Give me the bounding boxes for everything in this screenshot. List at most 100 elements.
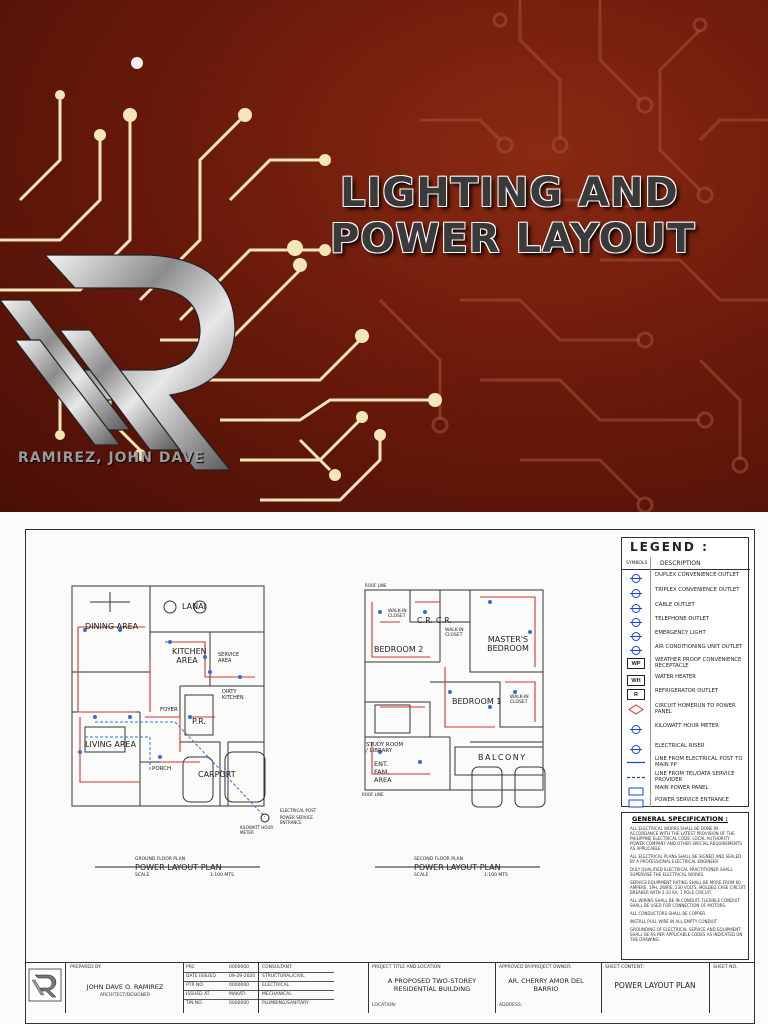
legend-item: POWER SERVICE ENTRANCE xyxy=(622,797,750,810)
legend-item: CABLE OUTLET xyxy=(622,602,750,615)
legend-description: TELEPHONE OUTLET xyxy=(655,616,710,622)
room-label: WALK-IN CLOSET xyxy=(388,609,407,619)
legend-description: ELECTRICAL RISER xyxy=(655,743,705,749)
spec-paragraph: ALL WIRING SHALL BE IN CONDUIT. FLEXIBLE… xyxy=(630,898,740,908)
legend-symbol-icon xyxy=(627,645,645,656)
room-label: KITCHEN AREA xyxy=(172,647,207,665)
second-caption-small: SECOND FLOOR PLAN xyxy=(414,857,463,862)
legend-symbol-icon xyxy=(627,573,645,584)
sheet-content-cell: SHEET CONTENT: POWER LAYOUT PLAN xyxy=(601,963,709,1013)
spec-paragraph: GROUNDING OF ELECTRICAL SERVICE AND EQUI… xyxy=(630,927,743,942)
ground-scale-label: SCALE xyxy=(135,873,150,878)
spec-paragraph: ALL CONDUCTORS SHALL BE COPPER. xyxy=(630,911,707,916)
room-label: DINING AREA xyxy=(85,622,139,631)
logo-r-small xyxy=(28,968,62,1002)
logo-r xyxy=(0,254,236,471)
tin-value: 0000000 xyxy=(229,1001,250,1006)
callout-label: KILOWATT HOUR METER xyxy=(240,825,274,835)
room-label: SERVICE AREA xyxy=(218,652,240,664)
consultant-line: MECHANICAL xyxy=(262,992,292,997)
callout-label: ELECTRICAL POST xyxy=(280,808,317,813)
date-value: 09-29-2020 xyxy=(229,974,256,979)
prc-label: PRC xyxy=(186,965,195,970)
legend-item: AIR CONDITIONING UNIT OUTLET xyxy=(622,644,750,657)
address-label: ADDRESS: xyxy=(499,1003,523,1008)
legend-symbol-icon xyxy=(627,617,645,628)
legend-description: WEATHER PROOF CONVENIENCE RECEPTACLE xyxy=(655,657,742,669)
title-logo-cell xyxy=(25,963,65,1013)
title-block: PREPARED BY: JOHN DAVE O. RAMIREZ ARCHIT… xyxy=(25,962,755,1013)
consultant-line: ELECTRICAL xyxy=(262,983,290,988)
legend-col-description: DESCRIPTION xyxy=(660,560,701,567)
issued-value: MAKATI xyxy=(229,992,246,997)
legend-symbol-icon xyxy=(627,724,645,735)
legend-symbol-icon xyxy=(627,603,645,614)
legend-description: TRIPLEX CONVENIENCE OUTLET xyxy=(655,587,740,593)
legend-symbol-icon xyxy=(627,704,645,715)
legend-item: DUPLEX CONVENIENCE OUTLET xyxy=(622,572,750,585)
project-cell: PROJECT TITLE AND LOCATION A PROPOSED TW… xyxy=(368,963,495,1013)
ground-caption-small: GROUND FLOOR PLAN xyxy=(135,857,186,862)
legend-symbol-icon xyxy=(627,772,645,783)
approved-label: APPROVED BY/PROJECT OWNER: xyxy=(499,965,572,970)
legend-symbol-icon xyxy=(627,744,645,755)
legend-symbol-icon: WH xyxy=(627,675,645,686)
ground-caption: POWER LAYOUT PLAN xyxy=(135,863,222,872)
room-label: DIRTY KITCHEN xyxy=(222,689,244,701)
legend-item: LINE FROM ELECTRICAL POST TO MAIN PP xyxy=(622,756,750,769)
date-label: DATE ISSUED xyxy=(186,974,216,979)
general-specification: GENERAL SPECIFICATION : ALL ELECTRICAL W… xyxy=(621,812,749,960)
sheet-no-label: SHEET NO. xyxy=(713,965,738,970)
second-caption: POWER LAYOUT PLAN xyxy=(414,863,501,872)
project-title: A PROPOSED TWO-STOREY RESIDENTIAL BUILDI… xyxy=(387,977,477,993)
tin-label: TIN NO. xyxy=(186,1001,204,1006)
room-label: BALCONY xyxy=(478,753,527,762)
second-scale-label: SCALE xyxy=(414,873,429,878)
room-label: PORCH xyxy=(152,766,172,772)
legend-symbol-icon xyxy=(627,588,645,599)
legend-item: KILOWATT HOUR METER xyxy=(622,723,750,736)
room-label: LIVING AREA xyxy=(85,740,136,749)
legend-description: MAIN POWER PANEL xyxy=(655,785,709,791)
legend-col-symbols: SYMBOLS xyxy=(626,561,648,566)
legend-description: EMERGENCY LIGHT xyxy=(655,630,706,636)
legend-description: LINE FROM ELECTRICAL POST TO MAIN PP xyxy=(655,756,743,768)
room-label: BEDROOM 2 xyxy=(374,645,424,654)
legend-item: MAIN POWER PANEL xyxy=(622,785,750,798)
spec-paragraph: ALL ELECTRICAL WORKS SHALL BE DONE IN AC… xyxy=(630,826,742,851)
consultant-line: STRUCTURAL/CIVIL xyxy=(262,974,305,979)
room-label: FOYER xyxy=(160,707,178,713)
genspec-title: GENERAL SPECIFICATION : xyxy=(632,815,729,823)
room-label: WALK-IN CLOSET xyxy=(510,695,529,705)
spec-paragraph: DULY QUALIFIED ELECTRICAL PRACTITIONER S… xyxy=(630,867,733,877)
cover-title-line2: POWER LAYOUT xyxy=(330,216,696,262)
credentials-cell: PRC 0000000 DATE ISSUED 09-29-2020 PTR N… xyxy=(183,963,334,1013)
location-label: LOCATION: xyxy=(372,1003,397,1008)
prepared-by-cell: PREPARED BY: JOHN DAVE O. RAMIREZ ARCHIT… xyxy=(65,963,183,1013)
project-label: PROJECT TITLE AND LOCATION xyxy=(372,965,441,970)
legend-symbol-icon: WP xyxy=(627,658,645,669)
room-label: ENT. FAM. AREA xyxy=(374,760,392,784)
legend-description: CABLE OUTLET xyxy=(655,602,695,608)
sheet-no-cell: SHEET NO. xyxy=(709,963,755,1013)
prc-value: 0000000 xyxy=(229,965,250,970)
legend-title: LEGEND : xyxy=(630,540,709,554)
legend-item: EMERGENCY LIGHT xyxy=(622,630,750,643)
spec-paragraph: INSTALL PULL WIRE IN ALL EMPTY CONDUIT. xyxy=(630,919,718,924)
room-label: BEDROOM 1 xyxy=(452,697,502,706)
room-label: C.R. xyxy=(417,616,433,625)
room-label: P.R. xyxy=(192,717,206,726)
owner-name: AR. CHERRY AMOR DEL BARRIO xyxy=(508,977,584,993)
room-label: ROOF LINE xyxy=(362,792,384,797)
room-label: CARPORT xyxy=(198,770,236,779)
approved-cell: APPROVED BY/PROJECT OWNER: AR. CHERRY AM… xyxy=(495,963,601,1013)
room-label: MASTER'S BEDROOM xyxy=(487,635,529,653)
room-label: LANAI xyxy=(182,602,206,611)
legend-item: ELECTRICAL RISER xyxy=(622,743,750,756)
cover-title-line1: LIGHTING AND xyxy=(340,170,679,216)
legend-symbol-icon xyxy=(627,786,645,797)
legend-item: TRIPLEX CONVENIENCE OUTLET xyxy=(622,587,750,600)
floor-plans xyxy=(71,585,546,868)
second-scale-value: 1:100 MTS xyxy=(484,873,508,878)
